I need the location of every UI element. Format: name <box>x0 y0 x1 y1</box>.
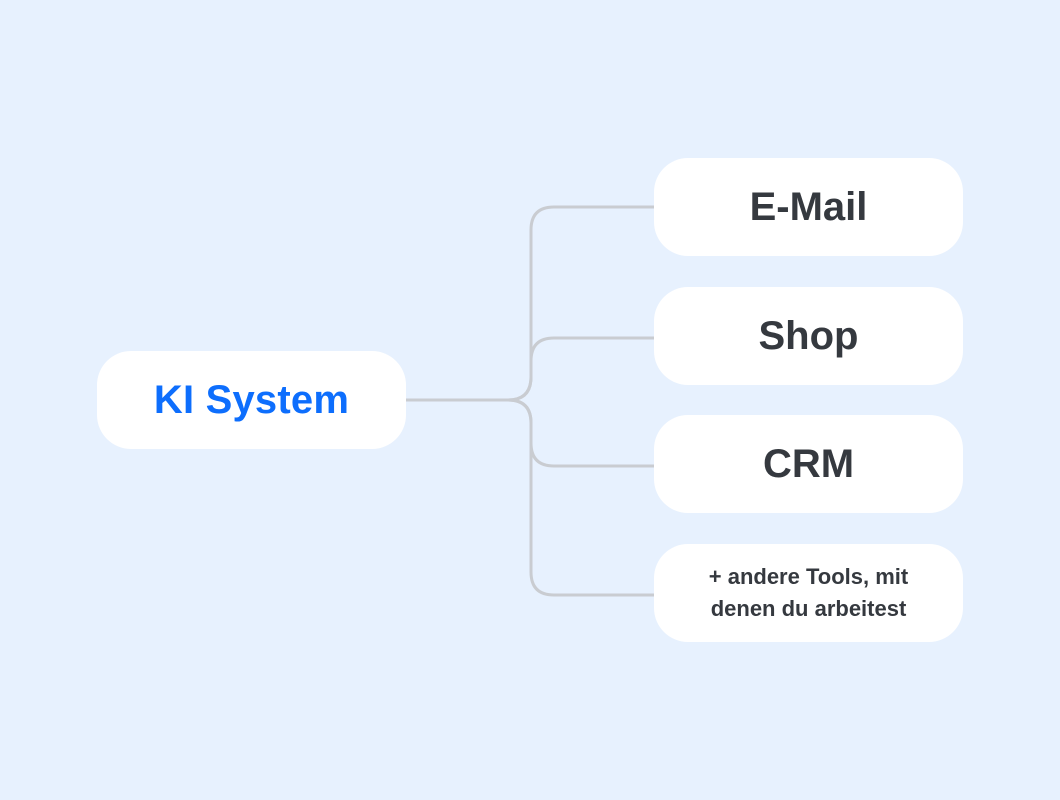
child-node-label: E-Mail <box>749 184 868 229</box>
child-node-email: E-Mail <box>654 158 963 256</box>
child-node-label: CRM <box>762 441 855 486</box>
child-node-other-tools: + andere Tools, mit denen du arbeitest <box>654 544 963 642</box>
connector-other-tools <box>506 398 656 597</box>
child-node-label: + andere Tools, mit denen du arbeitest <box>708 564 909 621</box>
connector-shop <box>506 336 656 402</box>
root-node-label: KI System <box>153 377 350 422</box>
root-node-ki-system: KI System <box>97 351 406 449</box>
child-node-shop: Shop <box>654 287 963 385</box>
child-node-label: Shop <box>758 313 859 358</box>
child-node-crm: CRM <box>654 415 963 513</box>
